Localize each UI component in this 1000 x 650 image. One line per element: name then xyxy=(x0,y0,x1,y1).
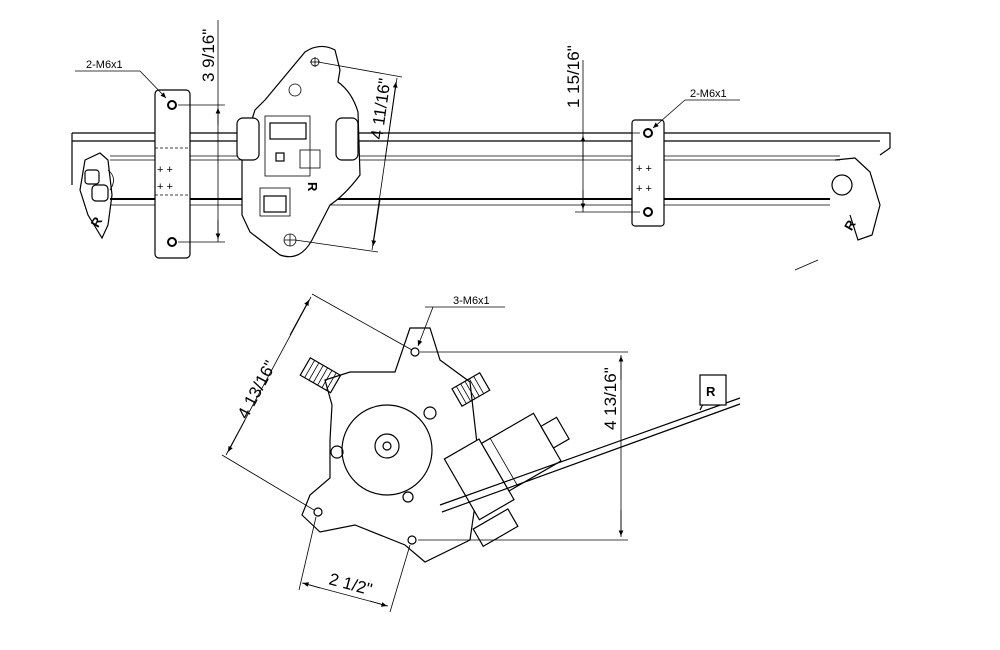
dimension-motor-vertical: 4 13/16" xyxy=(418,351,628,541)
bolt-hole xyxy=(407,535,417,545)
side-marker-right: R xyxy=(841,217,859,233)
wire-connector: R xyxy=(699,374,727,406)
bolt-hole xyxy=(643,128,653,138)
motor-wire xyxy=(439,397,741,506)
right-bracket-dimension: 1 15/16" xyxy=(564,45,583,108)
cable-spring-right xyxy=(451,372,491,407)
drum-housing xyxy=(330,404,437,503)
regulator-rail xyxy=(71,132,891,206)
cable-spring-left xyxy=(299,357,342,394)
bolt-hole xyxy=(313,507,323,517)
bolt-hole xyxy=(643,207,653,217)
dimension-right-bracket: 1 15/16" xyxy=(564,45,640,213)
connector-marker: R xyxy=(706,384,716,399)
motor xyxy=(443,412,570,548)
right-bracket-callout: 2-M6x1 xyxy=(690,88,727,100)
side-marker-plate: R xyxy=(305,182,320,192)
lift-plate: R xyxy=(236,45,361,258)
callout-right-bracket: 2-M6x1 xyxy=(652,88,740,129)
plate-dimension: 4 11/16" xyxy=(367,77,394,141)
left-end-pulley: R xyxy=(79,152,114,240)
bottom-dimension: 2 1/2" xyxy=(327,570,374,600)
bolt-hole xyxy=(167,100,177,110)
left-bracket-dimension: 3 9/16" xyxy=(199,29,218,82)
svg-text:+ +: + + xyxy=(157,181,173,193)
right-mounting-bracket: + + + + xyxy=(631,119,665,227)
right-end-pulley: R xyxy=(831,157,881,241)
bolt-hole xyxy=(167,237,177,247)
callout-left-bracket: 2-M6x1 xyxy=(75,59,167,99)
side-marker-left: R xyxy=(88,214,106,230)
left-bracket-callout: 2-M6x1 xyxy=(86,59,123,71)
callout-motor-mount: 3-M6x1 xyxy=(417,295,505,347)
svg-text:+ +: + + xyxy=(636,183,652,195)
dimension-left-bracket: 3 9/16" xyxy=(178,20,225,243)
diagonal-dimension: 4 13/16" xyxy=(234,358,280,422)
left-mounting-bracket: + + + + xyxy=(154,89,191,259)
svg-text:+ +: + + xyxy=(636,163,652,175)
bolt-hole xyxy=(410,347,420,357)
motor-mount-callout: 3-M6x1 xyxy=(453,295,490,307)
vertical-dimension: 4 13/16" xyxy=(601,367,620,430)
svg-text:+ +: + + xyxy=(157,164,173,176)
